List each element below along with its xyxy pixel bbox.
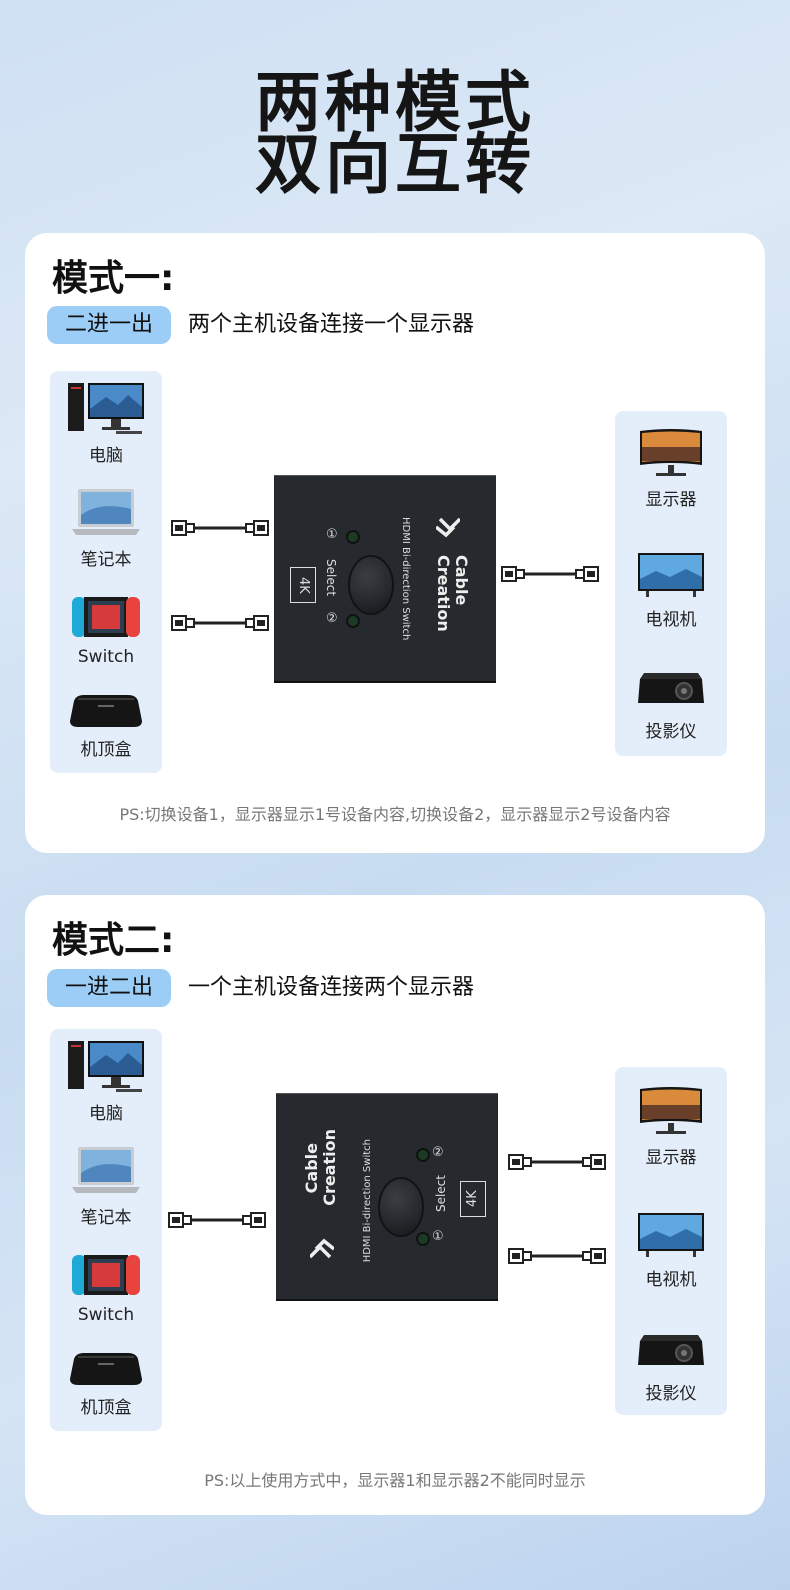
mode2-title: 模式二: bbox=[52, 920, 175, 961]
source-laptop: 笔记本 bbox=[50, 1145, 162, 1228]
hdmi-cable-input-1 bbox=[171, 520, 269, 536]
source-label: 笔记本 bbox=[80, 1208, 132, 1228]
mode2-panel: 模式二: 一进二出 一个主机设备连接两个显示器 电脑 笔记本 bbox=[25, 895, 765, 1515]
output-monitor: 显示器 bbox=[615, 427, 727, 510]
port-2-label: ② bbox=[432, 1145, 444, 1160]
projector-icon bbox=[638, 1335, 704, 1365]
hdmi-switch-device: 4K Select ① ② HDMI Bi-direction Switch C… bbox=[274, 475, 496, 683]
laptop-icon bbox=[72, 489, 140, 535]
mode1-title: 模式一: bbox=[52, 258, 175, 299]
output-label: 电视机 bbox=[645, 610, 697, 630]
headline-line2: 双向互转 bbox=[255, 126, 535, 203]
brand-name-line1: Cable bbox=[452, 555, 471, 606]
game-console-icon bbox=[72, 597, 140, 637]
mode1-source-column: 电脑 笔记本 Switch 机顶盒 bbox=[50, 371, 162, 773]
port-1-label: ① bbox=[326, 527, 338, 542]
mode2-description: 一个主机设备连接两个显示器 bbox=[188, 975, 475, 1000]
source-settop-box: 机顶盒 bbox=[50, 1349, 162, 1418]
device-model-text: HDMI Bi-direction Switch bbox=[400, 517, 411, 641]
source-pc: 电脑 bbox=[50, 379, 162, 466]
monitor-icon bbox=[640, 429, 702, 476]
source-settop-box: 机顶盒 bbox=[50, 691, 162, 760]
headline-line1: 两种模式 bbox=[255, 64, 535, 141]
source-pc: 电脑 bbox=[50, 1037, 162, 1124]
output-label: 显示器 bbox=[645, 490, 697, 510]
mode1-note: PS:切换设备1，显示器显示1号设备内容,切换设备2，显示器显示2号设备内容 bbox=[119, 805, 671, 824]
led-1 bbox=[346, 530, 360, 544]
set-top-box-icon bbox=[70, 695, 142, 727]
led-2 bbox=[416, 1148, 430, 1162]
desktop-pc-icon bbox=[68, 1041, 144, 1092]
select-label: Select bbox=[324, 559, 338, 597]
hdmi-cable-output-1 bbox=[508, 1154, 606, 1170]
tv-icon bbox=[638, 553, 704, 597]
mode2-source-column: 电脑 笔记本 Switch 机顶盒 bbox=[50, 1029, 162, 1431]
select-button[interactable] bbox=[350, 557, 392, 613]
desktop-pc-icon bbox=[68, 383, 144, 434]
mode2-output-column: 显示器 电视机 投影仪 bbox=[615, 1067, 727, 1415]
brand-logo-icon bbox=[436, 517, 460, 538]
source-label: Switch bbox=[77, 1305, 135, 1325]
output-monitor: 显示器 bbox=[615, 1085, 727, 1168]
tv-icon bbox=[638, 1213, 704, 1257]
projector-icon bbox=[638, 673, 704, 703]
output-label: 电视机 bbox=[645, 1270, 697, 1290]
monitor-icon bbox=[640, 1087, 702, 1134]
mode1-description: 两个主机设备连接一个显示器 bbox=[188, 312, 475, 337]
output-label: 投影仪 bbox=[645, 1384, 697, 1404]
led-1 bbox=[416, 1232, 430, 1246]
source-switch: Switch bbox=[50, 593, 162, 667]
hdmi-cable-output-2 bbox=[508, 1248, 606, 1264]
output-tv: 电视机 bbox=[615, 1211, 727, 1290]
game-console-icon bbox=[72, 1255, 140, 1295]
source-label: 电脑 bbox=[89, 446, 123, 466]
port-1-label: ① bbox=[432, 1229, 444, 1244]
output-projector: 投影仪 bbox=[615, 667, 727, 742]
port-2-label: ② bbox=[326, 611, 338, 626]
output-tv: 电视机 bbox=[615, 551, 727, 630]
mode1-tag: 二进一出 bbox=[47, 306, 171, 344]
hdmi-switch-device: Cable Creation HDMI Bi-direction Switch … bbox=[276, 1093, 498, 1301]
source-switch: Switch bbox=[50, 1251, 162, 1325]
brand-name-line2: Creation bbox=[434, 555, 453, 632]
source-label: 笔记本 bbox=[80, 550, 132, 570]
source-label: 机顶盒 bbox=[80, 1398, 132, 1418]
output-label: 投影仪 bbox=[645, 722, 697, 742]
mode2-note: PS:以上使用方式中，显示器1和显示器2不能同时显示 bbox=[204, 1471, 586, 1490]
hdmi-cable-input-2 bbox=[171, 615, 269, 631]
brand-name-line1: Cable bbox=[302, 1143, 321, 1194]
brand-name-line2: Creation bbox=[320, 1129, 339, 1206]
select-button[interactable] bbox=[380, 1179, 422, 1235]
select-label: Select bbox=[434, 1175, 448, 1213]
output-label: 显示器 bbox=[645, 1148, 697, 1168]
source-label: Switch bbox=[77, 647, 135, 667]
led-2 bbox=[346, 614, 360, 628]
device-4k-badge: 4K bbox=[460, 1181, 486, 1217]
hdmi-cable-input bbox=[168, 1212, 266, 1228]
source-label: 机顶盒 bbox=[80, 740, 132, 760]
mode1-output-column: 显示器 电视机 投影仪 bbox=[615, 411, 727, 756]
source-label: 电脑 bbox=[89, 1104, 123, 1124]
source-laptop: 笔记本 bbox=[50, 487, 162, 570]
set-top-box-icon bbox=[70, 1353, 142, 1385]
output-projector: 投影仪 bbox=[615, 1329, 727, 1404]
mode1-panel: 模式一: 二进一出 两个主机设备连接一个显示器 电脑 笔记本 bbox=[25, 233, 765, 853]
mode2-tag: 一进二出 bbox=[47, 969, 171, 1007]
device-model-text: HDMI Bi-direction Switch bbox=[362, 1139, 373, 1263]
brand-logo-icon bbox=[310, 1238, 334, 1259]
laptop-icon bbox=[72, 1147, 140, 1193]
hdmi-cable-output bbox=[501, 566, 599, 582]
device-4k-badge: 4K bbox=[290, 567, 316, 603]
